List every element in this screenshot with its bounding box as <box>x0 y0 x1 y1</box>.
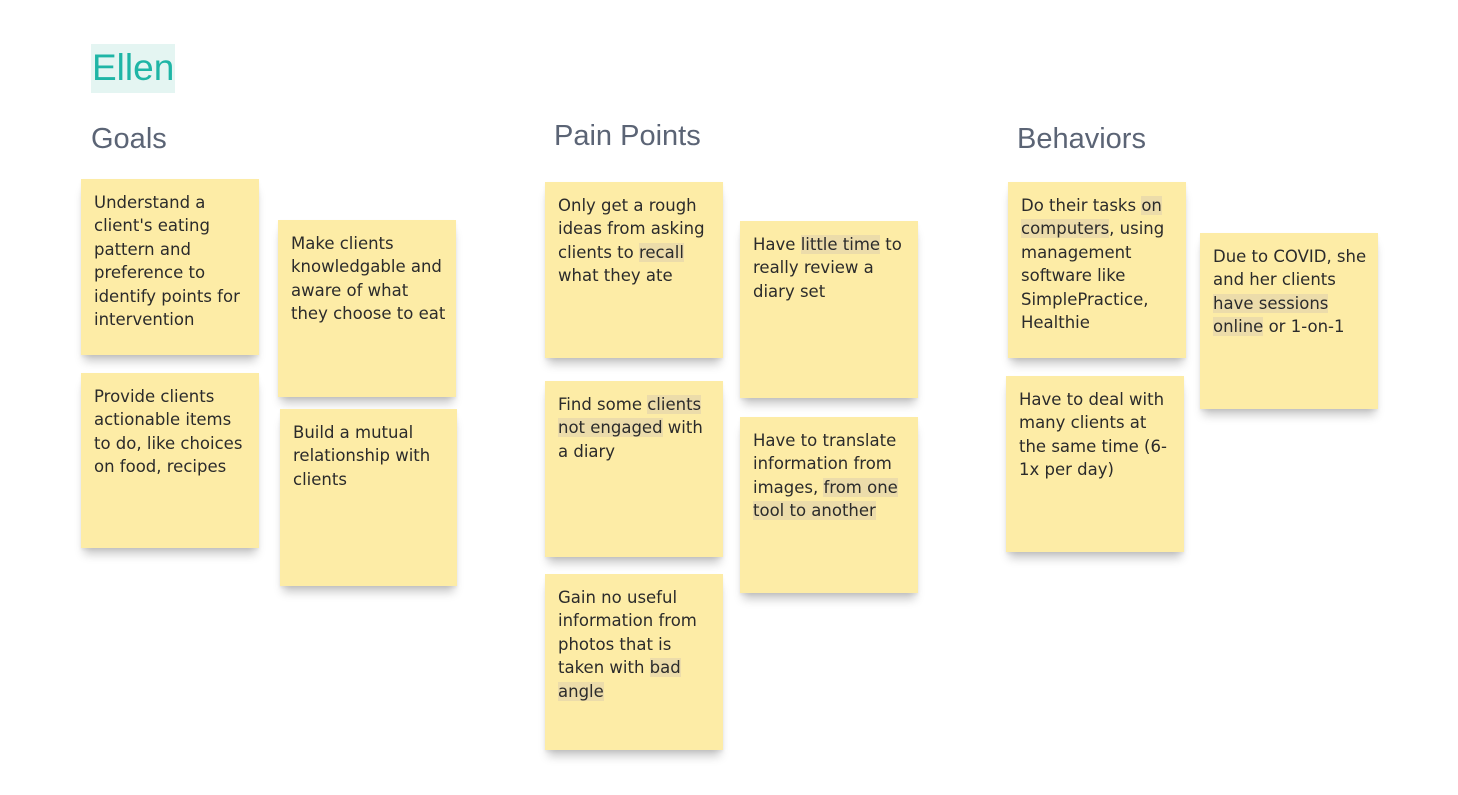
note-text-segment: Have <box>753 235 801 254</box>
sticky-note-text: Have to translate information from image… <box>753 429 908 523</box>
note-text-segment: Do their tasks <box>1021 196 1142 215</box>
note-text-segment: Gain no useful information from photos t… <box>558 588 697 678</box>
note-text-segment: with a diary <box>558 418 703 461</box>
note-text-segment: Have to translate information from image… <box>753 431 897 497</box>
section-title-behaviors: Behaviors <box>1017 123 1146 155</box>
note-text-segment: Make clients knowledgable and aware of w… <box>291 234 446 324</box>
sticky-note[interactable]: Understand a client's eating pattern and… <box>81 179 259 355</box>
section-title-goals: Goals <box>91 123 167 155</box>
sticky-note-text: Make clients knowledgable and aware of w… <box>291 232 446 326</box>
note-text-segment: what they ate <box>558 266 673 286</box>
note-text-segment: to really review a diary set <box>753 235 902 301</box>
sticky-note-text: Understand a client's eating pattern and… <box>94 191 249 331</box>
note-text-segment: Provide clients actionable items to do, … <box>94 387 243 477</box>
section-title-pain-points: Pain Points <box>554 120 701 152</box>
sticky-note-text: Due to COVID, she and her clients have s… <box>1213 245 1368 339</box>
sticky-note[interactable]: Do their tasks on computers, using manag… <box>1008 182 1186 358</box>
sticky-note[interactable]: Have little time to really review a diar… <box>740 221 918 398</box>
sticky-note-text: Provide clients actionable items to do, … <box>94 385 249 479</box>
persona-name: Ellen <box>91 44 176 93</box>
sticky-note[interactable]: Find some clients not engaged with a dia… <box>545 381 723 557</box>
sticky-note[interactable]: Provide clients actionable items to do, … <box>81 373 259 548</box>
sticky-note-text: Do their tasks on computers, using manag… <box>1021 194 1176 334</box>
sticky-note-text: Have to deal with many clients at the sa… <box>1019 388 1174 482</box>
note-text-segment: or 1-on-1 <box>1263 317 1345 337</box>
note-text-segment: , using management software like SimpleP… <box>1021 219 1165 333</box>
sticky-note[interactable]: Build a mutual relationship with clients <box>280 409 457 586</box>
sticky-note[interactable]: Due to COVID, she and her clients have s… <box>1200 233 1378 409</box>
highlighted-text: little time <box>800 235 881 254</box>
note-text-segment: Find some <box>558 395 648 414</box>
sticky-note[interactable]: Gain no useful information from photos t… <box>545 574 723 750</box>
note-text-segment: Only get a rough ideas from asking clien… <box>558 196 705 262</box>
sticky-note-text: Gain no useful information from photos t… <box>558 586 713 703</box>
sticky-note[interactable]: Have to translate information from image… <box>740 417 918 593</box>
sticky-note-text: Build a mutual relationship with clients <box>293 421 447 491</box>
highlighted-text: recall <box>638 242 684 262</box>
note-text-segment: Understand a client's eating pattern and… <box>94 193 240 330</box>
note-text-segment: Have to deal with many clients at the sa… <box>1019 390 1167 480</box>
sticky-note-text: Have little time to really review a diar… <box>753 233 908 303</box>
note-text-segment: Due to COVID, she and her clients <box>1213 247 1367 290</box>
sticky-note-text: Find some clients not engaged with a dia… <box>558 393 713 463</box>
sticky-note[interactable]: Have to deal with many clients at the sa… <box>1006 376 1184 552</box>
sticky-note[interactable]: Make clients knowledgable and aware of w… <box>278 220 456 397</box>
sticky-note-text: Only get a rough ideas from asking clien… <box>558 194 713 288</box>
note-text-segment: Build a mutual relationship with clients <box>293 423 431 489</box>
sticky-note[interactable]: Only get a rough ideas from asking clien… <box>545 182 723 358</box>
